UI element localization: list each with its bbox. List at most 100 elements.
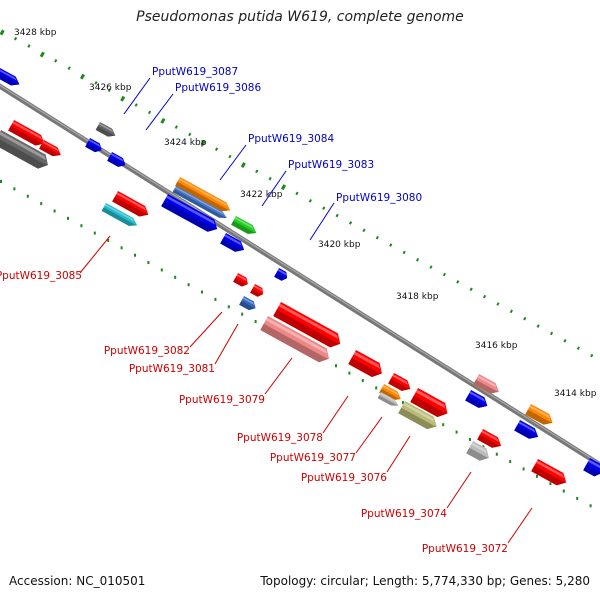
gene-gloss [12, 121, 42, 140]
gene-gloss [518, 421, 536, 433]
gene-gloss [535, 460, 564, 479]
tick-mark [576, 496, 579, 500]
gene-arrow [514, 420, 539, 439]
gene-label: PputW619_3087 [152, 66, 238, 78]
tick-mark [13, 36, 18, 41]
tick-label: 3414 kbp [554, 389, 597, 399]
tick-mark [79, 73, 86, 80]
gene-shadow [231, 220, 257, 234]
gene-arrow [466, 441, 489, 461]
tick-label: 3418 kbp [396, 292, 439, 302]
gene-gloss [382, 385, 399, 396]
tick-mark [147, 261, 150, 265]
tick-mark [27, 44, 31, 48]
gene-shadow [410, 395, 448, 417]
tick-mark [456, 280, 460, 284]
tick-mark [442, 272, 446, 277]
gene-gloss [253, 285, 263, 292]
gene-shadow [0, 72, 20, 86]
gene-arrow [175, 177, 231, 212]
tick-mark [0, 29, 5, 36]
gene-label: PputW619_3072 [422, 543, 508, 555]
tick-mark [107, 88, 111, 93]
gene-shadow [260, 323, 329, 363]
gene-arrow [39, 140, 61, 157]
gene-body [95, 122, 116, 137]
gene-body [514, 420, 539, 439]
gene-gloss [353, 351, 380, 369]
tick-mark [389, 243, 393, 247]
gene-shadow [39, 144, 61, 157]
tick-mark [375, 235, 379, 240]
tick-mark [322, 206, 326, 210]
gene-body [101, 203, 138, 226]
tick-mark [280, 184, 287, 191]
tick-label: 3426 kbp [89, 83, 132, 93]
tick-mark [40, 202, 43, 206]
tick-mark [361, 378, 364, 382]
gene-gloss [104, 203, 135, 222]
gene-arrow [379, 384, 401, 401]
tick-mark [590, 353, 594, 358]
gene-body [377, 392, 399, 406]
gene-gloss [379, 392, 396, 403]
tick-mark [348, 221, 353, 225]
tick-mark [214, 147, 219, 152]
gene-shadow [466, 447, 489, 461]
gene-gloss [98, 122, 114, 133]
gene-body [8, 120, 45, 146]
tick-mark [53, 209, 56, 213]
gene-gloss [116, 192, 146, 211]
tick-mark [147, 110, 152, 115]
gene-body [0, 68, 20, 86]
gene-body [231, 216, 257, 234]
gene-shadow [388, 378, 411, 391]
tick-mark [495, 452, 498, 456]
tick-track [0, 29, 594, 508]
gene-gloss [277, 269, 287, 276]
accession-label: Accession: NC_010501 [9, 574, 146, 588]
gene-shadow [101, 207, 138, 226]
gene-gloss [165, 195, 215, 225]
tick-mark [67, 216, 69, 220]
gene-gloss [234, 217, 254, 230]
tick-mark [94, 81, 98, 85]
gene-arrow [348, 350, 382, 378]
tick-mark [348, 371, 351, 375]
map-title: Pseudomonas putida W619, complete genome [136, 9, 464, 25]
gene-label: PputW619_3085 [0, 270, 82, 282]
gene-shadow [273, 309, 341, 348]
leader-line [507, 507, 533, 544]
gene-arrow [8, 120, 45, 146]
gene-gloss [392, 374, 409, 385]
tick-mark [174, 125, 178, 129]
tick-label: 3422 kbp [240, 190, 283, 200]
gene-arrow [112, 191, 149, 217]
tick-mark [80, 224, 83, 228]
gene-body [379, 384, 401, 401]
gene-gloss [402, 402, 435, 422]
gene-arrow [273, 302, 341, 348]
gene-label: PputW619_3086 [175, 82, 261, 94]
gene-gloss [0, 131, 46, 161]
gene-gloss [88, 139, 101, 147]
gene-gloss [415, 389, 446, 409]
gene-arrow [233, 273, 248, 287]
gene-body [220, 233, 245, 252]
tick-mark [362, 228, 366, 233]
tick-mark [335, 364, 337, 368]
gene-shadow [161, 200, 218, 232]
tick-mark [174, 275, 177, 279]
gene-body [172, 186, 227, 218]
gene-gloss [587, 459, 600, 469]
tick-mark [536, 474, 538, 478]
gene-gloss [529, 405, 551, 419]
gene-arrow [101, 203, 138, 226]
gene-gloss [0, 69, 17, 81]
gene-gloss [42, 141, 59, 152]
gene-shadow [348, 357, 382, 378]
gene-labels: PputW619_3087PputW619_3086PputW619_3084P… [0, 66, 533, 555]
gene-arrow [465, 390, 488, 408]
gene-shadow [233, 277, 248, 287]
